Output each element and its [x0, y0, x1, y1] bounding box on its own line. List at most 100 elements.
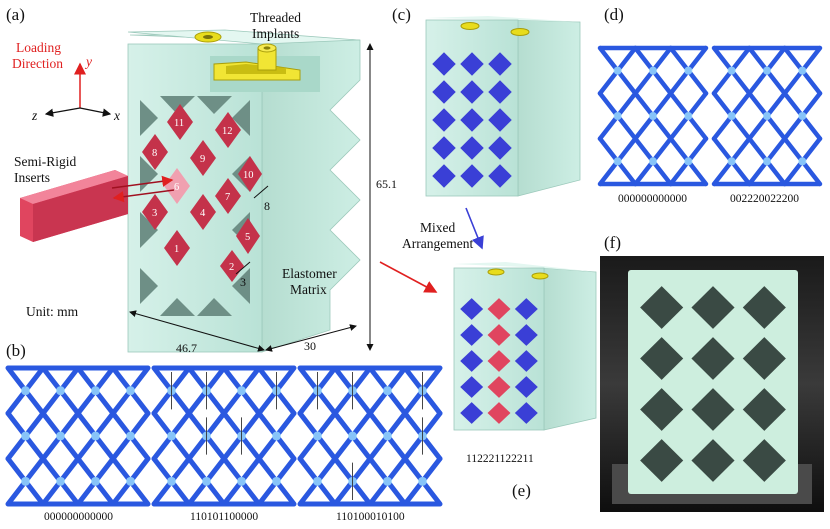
lattice-hole: [742, 286, 786, 329]
lattice-d2: [711, 45, 823, 187]
stress-node: [727, 157, 736, 166]
axis-x-label: x: [113, 108, 120, 123]
stress-node: [237, 386, 246, 396]
stress-node: [126, 431, 135, 441]
lattice-hole: [487, 350, 511, 372]
insert-cell-7: [215, 178, 241, 214]
lattice-hole: [514, 402, 538, 424]
dim-cell: 8: [264, 199, 270, 213]
stress-node: [648, 66, 658, 75]
stress-node: [798, 157, 807, 166]
lattice-hole: [488, 108, 512, 132]
stress-node: [613, 157, 622, 166]
lattice-hole: [691, 388, 735, 431]
lattice-hole: [460, 350, 484, 372]
lattice-hole: [432, 136, 456, 160]
e-implant-2: [531, 272, 549, 280]
lattice-hole: [514, 298, 538, 320]
cell-num-9: 9: [200, 154, 205, 165]
loading-label-2: Direction: [12, 56, 63, 71]
cell-num-11: 11: [174, 118, 184, 129]
lattice-d1: [597, 45, 709, 187]
stress-node: [727, 111, 736, 121]
stress-node: [762, 157, 772, 166]
cell-num-12: 12: [222, 126, 233, 137]
panel-c: (c): [392, 5, 581, 197]
loading-label-1: Loading: [16, 40, 61, 55]
elastomer-label-1: Elastomer: [282, 266, 337, 281]
panel-label-c: (c): [392, 5, 411, 24]
stress-node: [762, 66, 772, 75]
red-arrow: [379, 261, 438, 293]
lattice-b3: [297, 365, 443, 507]
lattice-hole: [691, 439, 735, 482]
lattice-hole: [487, 376, 511, 398]
lattice-hole: [460, 52, 484, 76]
lattice-hole: [514, 376, 538, 398]
cell-num-7: 7: [225, 192, 230, 203]
stress-node: [91, 476, 100, 486]
stress-node: [383, 431, 392, 441]
insert-cell-12: [215, 112, 241, 148]
threaded-label-1: Threaded: [250, 10, 301, 25]
code-d2: 002220022200: [730, 193, 799, 205]
stress-node: [383, 476, 392, 486]
stress-node: [272, 431, 281, 441]
lattice-hole: [640, 388, 684, 431]
unit-label: Unit: mm: [26, 304, 79, 319]
code-b3: 110100010100: [336, 511, 405, 523]
mixed-label-1: Mixed: [420, 220, 455, 235]
lattice-hole: [691, 337, 735, 380]
insert-cell-8: [142, 134, 168, 170]
stress-node: [684, 157, 693, 166]
cell-num-10: 10: [243, 170, 254, 181]
stress-node: [727, 66, 736, 75]
cell-num-1: 1: [174, 244, 179, 255]
insert-cell-10: [238, 156, 262, 192]
lattice-hole: [460, 324, 484, 346]
lattice-b2: [151, 365, 297, 507]
stress-node: [798, 111, 807, 121]
e-lattice-holes: [460, 298, 538, 424]
cell-num-5: 5: [245, 232, 250, 243]
lattice-hole: [742, 337, 786, 380]
stress-node: [684, 66, 693, 75]
stress-node: [126, 386, 135, 396]
panel-label-a: (a): [6, 5, 25, 24]
panel-label-f: (f): [604, 233, 621, 252]
stress-node: [56, 476, 65, 486]
stress-node: [348, 431, 357, 441]
dim-wall: 3: [240, 275, 246, 289]
dim-width: 46.7: [176, 341, 197, 355]
semi-rigid-label-2: Inserts: [14, 170, 50, 185]
insert-beam: [20, 170, 128, 242]
stress-node: [272, 476, 281, 486]
code-d1: 000000000000: [618, 193, 687, 205]
mixed-label-2: Arrangement: [402, 236, 473, 251]
code-b2: 110101100000: [190, 511, 258, 523]
lattice-hole: [460, 402, 484, 424]
stress-node: [167, 476, 176, 486]
lattice-hole: [432, 108, 456, 132]
stress-node: [383, 386, 392, 396]
semi-rigid-label-1: Semi-Rigid: [14, 154, 77, 169]
mixed-arrangement: Mixed Arrangement: [379, 207, 484, 293]
elastomer-label-2: Matrix: [290, 282, 327, 297]
panel-a: (a): [6, 5, 397, 355]
cell-num-8: 8: [152, 148, 157, 159]
stress-node: [56, 431, 65, 441]
axis-y-label: y: [84, 54, 92, 69]
lattice-hole: [640, 286, 684, 329]
stress-node: [21, 476, 30, 486]
photo-specimen: [628, 270, 798, 494]
lattice-b1: [5, 365, 151, 507]
stress-node: [167, 431, 176, 441]
implant-hole: [203, 35, 213, 39]
lattice-hole: [742, 439, 786, 482]
c-top-face: [426, 16, 580, 22]
stress-node: [21, 386, 30, 396]
coordinate-axes: y z x: [31, 54, 120, 123]
lattice-hole: [640, 337, 684, 380]
lattice-hole: [514, 324, 538, 346]
